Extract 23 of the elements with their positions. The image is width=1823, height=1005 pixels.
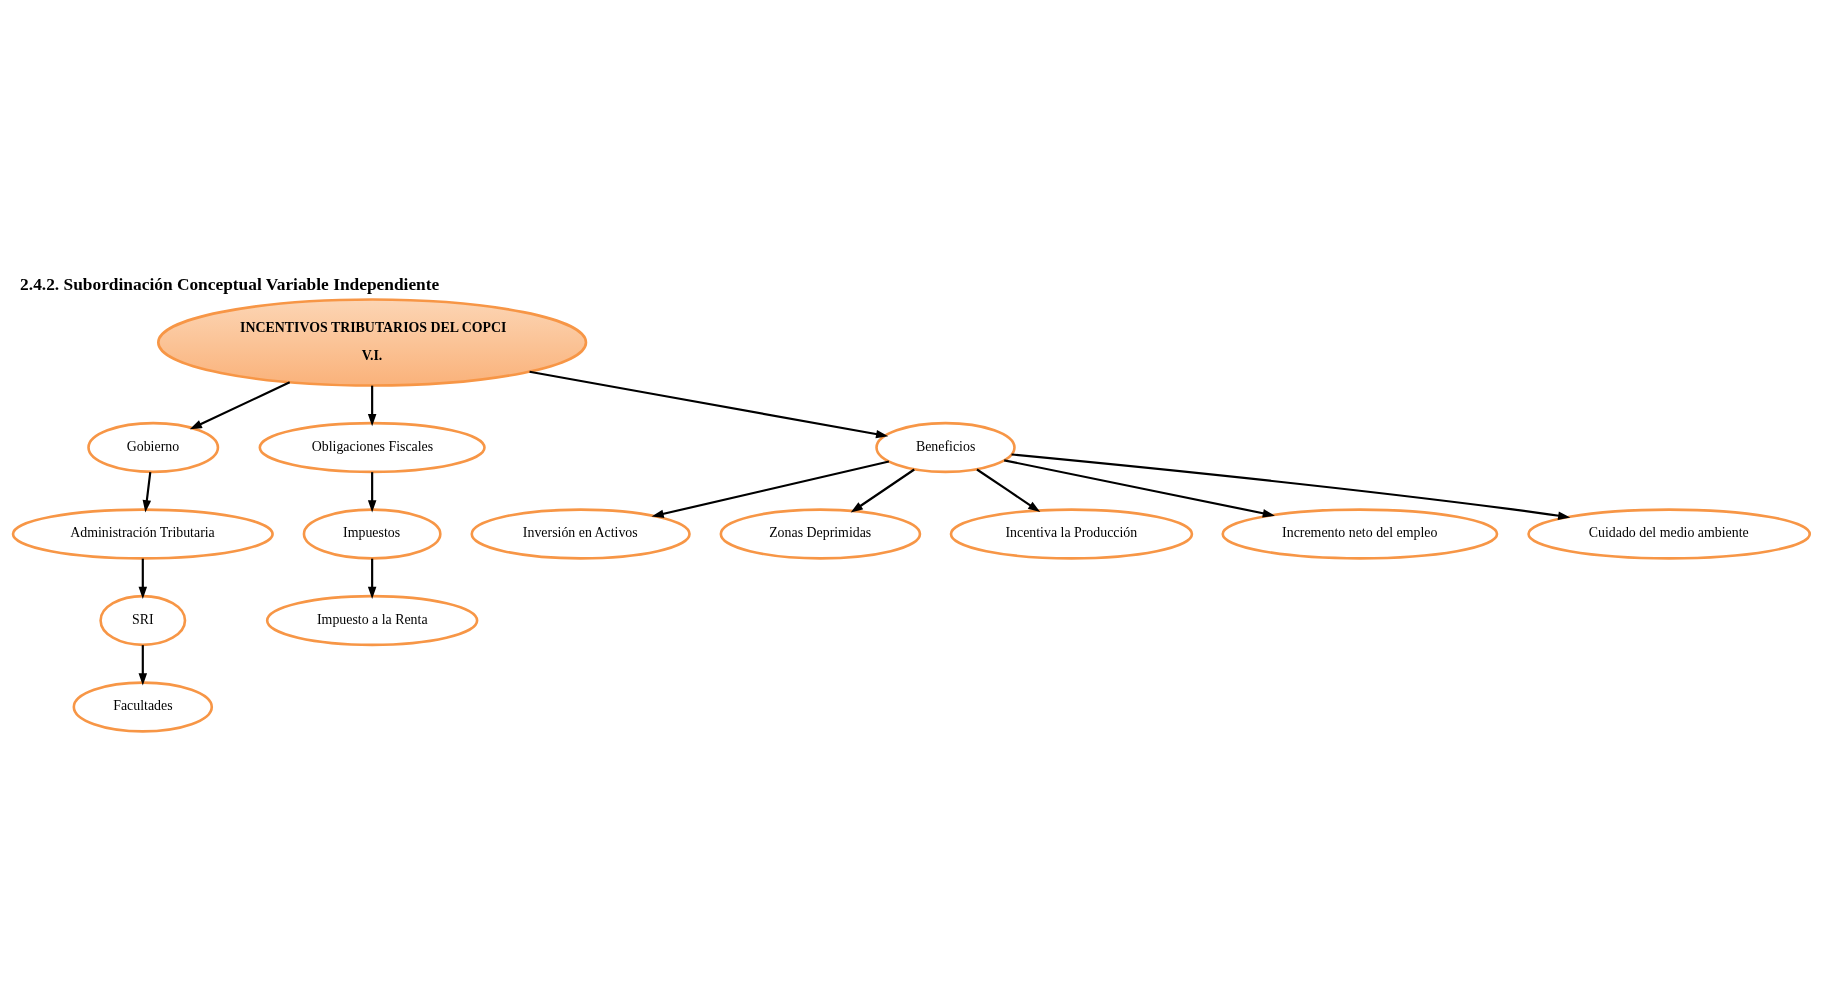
arrow — [850, 468, 915, 513]
arrow — [651, 460, 890, 518]
diagram-title: 2.4.2. Subordinación Conceptual Variable Independiente — [20, 274, 440, 294]
arrow — [1011, 453, 1571, 520]
node-ellipse: Impuestos — [302, 508, 442, 560]
node-ellipse: INCENTIVOS TRIBUTARIOS DEL COPCI V.I. — [157, 298, 588, 387]
arrow — [367, 558, 377, 599]
node-ellipse: Incentiva la Producción — [949, 508, 1194, 560]
arrow — [529, 370, 889, 439]
arrow — [138, 645, 148, 686]
arrow — [367, 472, 377, 513]
arrow — [138, 558, 148, 599]
arrow — [367, 385, 377, 427]
node-ellipse: Impuesto a la Renta — [265, 594, 479, 647]
arrow — [142, 472, 152, 513]
node-ellipse: Obligaciones Fiscales — [258, 421, 486, 474]
arrow — [189, 381, 291, 430]
node-ellipse: Zonas Deprimidas — [719, 508, 922, 560]
node-ellipse: SRI — [99, 594, 187, 647]
node-ellipse: Facultades — [72, 681, 214, 733]
node-ellipse: Administración Tributaria — [11, 508, 274, 560]
arrow — [976, 468, 1041, 513]
arrow — [1004, 459, 1275, 518]
